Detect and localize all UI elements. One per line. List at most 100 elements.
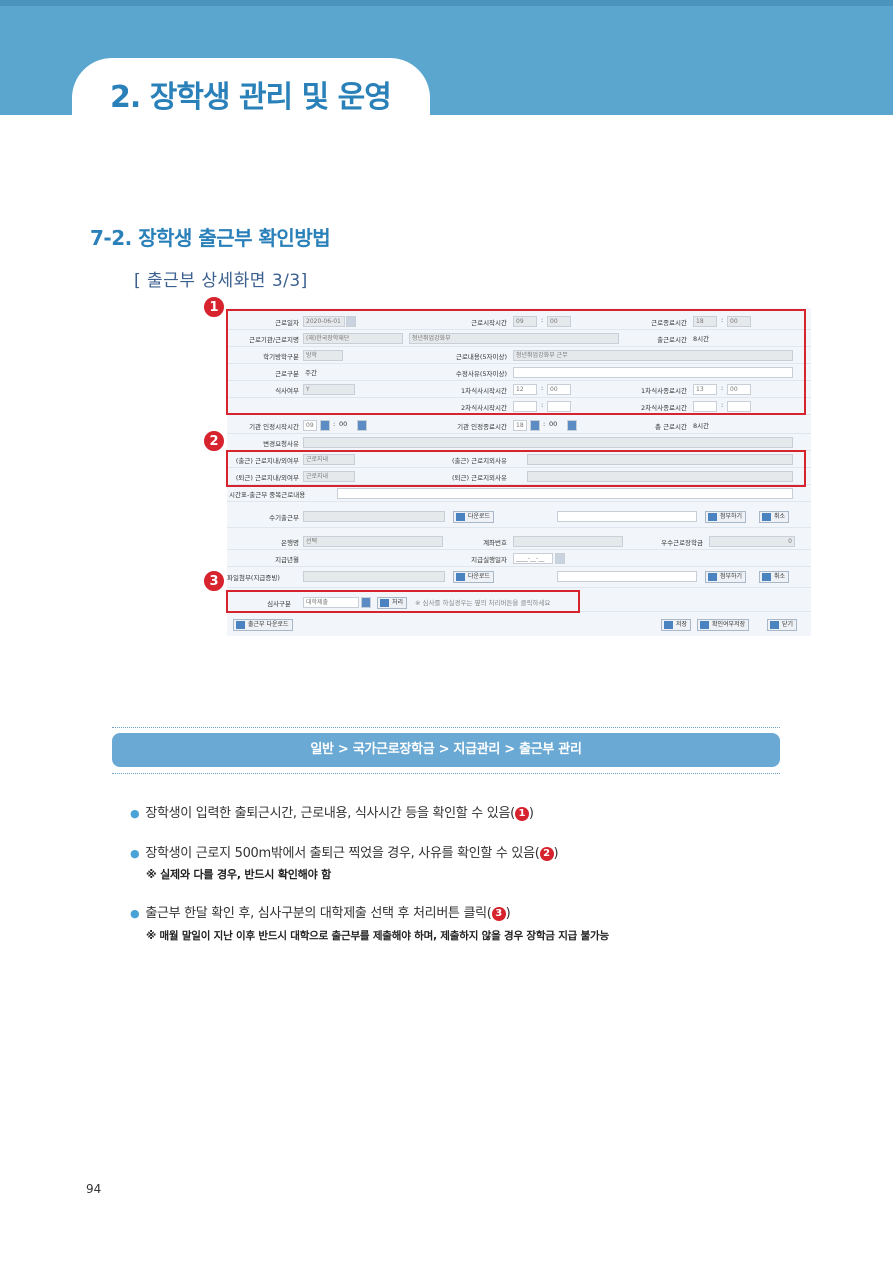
meal-field[interactable]: Y	[303, 384, 355, 395]
time-picker-icon[interactable]	[320, 420, 330, 431]
form-row: 근로일자 2020-06-01 근로시작시간 09 : 00 근로종료시간 18…	[227, 313, 811, 330]
meal1-end-hour[interactable]: 13	[693, 384, 717, 395]
highlight-box-1	[226, 309, 806, 415]
download-icon	[456, 573, 465, 581]
download-button[interactable]: 다운로드	[453, 511, 495, 523]
file-path-field[interactable]	[557, 511, 697, 522]
confirm-save-button[interactable]: 확인여부저장	[697, 619, 750, 631]
out-outside-reason-label: (퇴근) 근로지외사유	[452, 474, 507, 482]
account-label: 계좌번호	[483, 539, 507, 547]
time-picker-icon[interactable]	[530, 420, 540, 431]
cancel-button[interactable]: 취소	[759, 511, 790, 523]
attach-button[interactable]: 첨부하기	[705, 571, 747, 583]
close-button[interactable]: 닫기	[767, 619, 798, 631]
excellent-scholarship-field: 0	[709, 536, 795, 547]
content-label: 근로내용(5자이상)	[455, 353, 507, 361]
highlight-box-2	[226, 450, 806, 487]
out-outside-reason-field	[527, 471, 793, 482]
meal2-end-label: 2차식사종료시간	[641, 404, 687, 412]
screen-caption: [ 출근부 상세화면 3/3]	[134, 271, 308, 291]
badge-1: 1	[203, 296, 225, 318]
start-hour-field[interactable]: 09	[513, 316, 537, 327]
meal2-start-hour[interactable]	[513, 401, 537, 412]
menu-path: 일반 > 국가근로장학금 > 지급관리 > 출근부 관리	[112, 733, 780, 767]
review-type-label: 심사구분	[267, 600, 291, 608]
cancel-icon	[762, 573, 771, 581]
total-hours-value: 8시간	[693, 422, 710, 430]
process-button[interactable]: 처리	[377, 597, 408, 609]
bullet-dot-icon: ●	[130, 907, 140, 920]
meal1-end-min[interactable]: 00	[727, 384, 751, 395]
content-field[interactable]: 청년취업강화부 근무	[513, 350, 793, 361]
agency-start-min: 00	[339, 420, 348, 428]
work-hours-value: 8시간	[693, 335, 710, 343]
note-2: ※ 매월 말일이 지난 이후 반드시 대학으로 출근부를 제출해야 하며, 제출…	[146, 930, 609, 942]
agency-end-label: 기관 인정종료시간	[457, 423, 507, 431]
bullet-item: ●장학생이 입력한 출퇴근시간, 근로내용, 식사시간 등을 확인할 수 있음(…	[130, 806, 534, 821]
org-label: 근로기관/근로지명	[248, 336, 299, 344]
change-reason-label: 변경요청사유	[263, 440, 299, 448]
form-row: 근로구분 주간 수정사유(5자이상)	[227, 364, 811, 381]
edit-reason-label: 수정사유(5자이상)	[455, 370, 507, 378]
chevron-down-icon[interactable]	[361, 597, 371, 608]
meal1-start-label: 1차식사시작시간	[461, 387, 507, 395]
close-icon	[770, 621, 779, 629]
number-badge: 3	[491, 907, 506, 921]
save-button[interactable]: 저장	[661, 619, 692, 631]
form-row: 지급년월 지급실행일자 ____-__-__	[227, 550, 811, 567]
out-location-field: 근로지내	[303, 471, 355, 482]
attach-icon	[708, 513, 717, 521]
calendar-icon[interactable]	[555, 553, 565, 564]
semester-select[interactable]: 방학	[303, 350, 343, 361]
agency-end-hour[interactable]: 18	[513, 420, 527, 431]
meal2-start-min[interactable]	[547, 401, 571, 412]
agency-start-hour[interactable]: 09	[303, 420, 317, 431]
meal2-end-hour[interactable]	[693, 401, 717, 412]
bullet-item: ●장학생이 근로지 500m밖에서 출퇴근 찍었을 경우, 사유를 확인할 수 …	[130, 846, 559, 861]
cancel-button[interactable]: 취소	[759, 571, 790, 583]
edit-reason-field[interactable]	[513, 367, 793, 378]
attach-button[interactable]: 첨부하기	[705, 511, 747, 523]
account-field	[513, 536, 623, 547]
change-reason-field	[303, 437, 793, 448]
download-button[interactable]: 다운로드	[453, 571, 495, 583]
manual-timesheet-field	[303, 511, 445, 522]
meal1-start-min[interactable]: 00	[547, 384, 571, 395]
pay-date-label: 지급실행일자	[471, 556, 507, 564]
highlight-box-3	[226, 590, 580, 613]
attach-icon	[708, 573, 717, 581]
bullet-dot-icon: ●	[130, 807, 140, 820]
in-outside-reason-label: (출근) 근로지외사유	[452, 457, 507, 465]
manual-timesheet-label: 수기출근부	[269, 514, 299, 522]
type-label: 근로구분	[275, 370, 299, 378]
form-row: (퇴근) 근로지내/외여부 근로지내 (퇴근) 근로지외사유	[227, 468, 811, 485]
file-path-field[interactable]	[557, 571, 697, 582]
in-outside-reason-field	[527, 454, 793, 465]
form-row: 근로기관/근로지명 (재)한국장학재단 청년취업강화부 출근로시간 8시간	[227, 330, 811, 347]
out-location-label: (퇴근) 근로지내/외여부	[235, 474, 299, 482]
save-icon	[664, 621, 673, 629]
bank-select[interactable]: 선택	[303, 536, 443, 547]
meal2-end-min[interactable]	[727, 401, 751, 412]
timesheet-download-button[interactable]: 출근부 다운로드	[233, 619, 293, 631]
number-badge: 2	[539, 847, 554, 861]
org-field: (재)한국장학재단	[303, 333, 403, 344]
file-attach-field	[303, 571, 445, 582]
time-picker-icon[interactable]	[357, 420, 367, 431]
work-date-field[interactable]: 2020-06-01	[303, 316, 345, 327]
semester-label: 학기방학구분	[263, 353, 299, 361]
timesheet-detail-screen: 근로일자 2020-06-01 근로시작시간 09 : 00 근로종료시간 18…	[227, 308, 811, 636]
calendar-icon[interactable]	[346, 316, 356, 327]
work-date-label: 근로일자	[275, 319, 299, 327]
meal1-start-hour[interactable]: 12	[513, 384, 537, 395]
meal2-start-label: 2차식사시작시간	[461, 404, 507, 412]
pay-date-field[interactable]: ____-__-__	[513, 553, 553, 564]
file-attach-label: 파일첨부(지급증빙)	[227, 574, 280, 582]
time-picker-icon[interactable]	[567, 420, 577, 431]
review-type-select[interactable]: 대학제출	[303, 597, 359, 608]
end-min-field[interactable]: 00	[727, 316, 751, 327]
start-min-field[interactable]: 00	[547, 316, 571, 327]
in-location-label: (출근) 근로지내/외여부	[235, 457, 299, 465]
chapter-title: 2. 장학생 관리 및 운영	[110, 80, 392, 115]
end-hour-field[interactable]: 18	[693, 316, 717, 327]
